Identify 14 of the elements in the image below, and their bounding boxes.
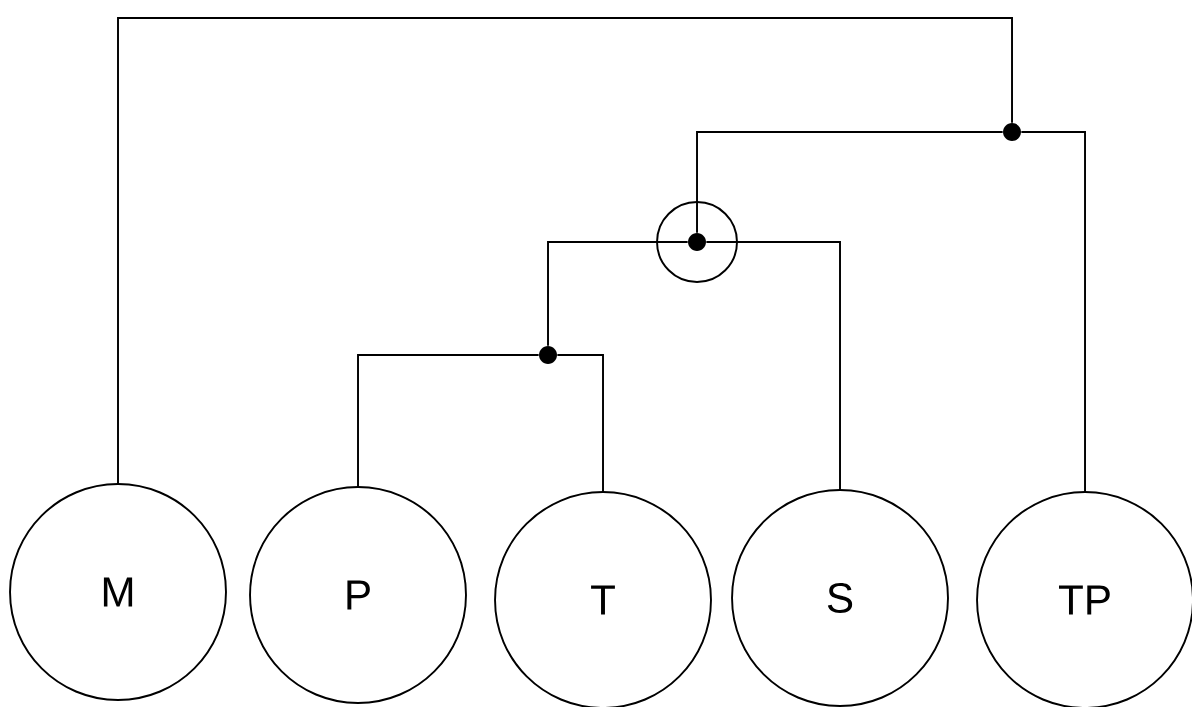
connector-line: [556, 354, 604, 493]
connector-line: [696, 131, 1004, 234]
ring: [656, 201, 738, 283]
circle-node: S: [731, 489, 949, 707]
connector-line: [547, 241, 689, 347]
junction-dot: [1003, 123, 1021, 141]
junction-dot: [539, 346, 557, 364]
junction-dot: [688, 233, 706, 251]
connector-line: [1020, 131, 1086, 493]
circle-node: M: [9, 483, 227, 701]
connector-line: [357, 354, 540, 488]
circle-node: P: [249, 486, 467, 704]
connector-line: [705, 241, 841, 491]
connector-line: [117, 17, 1013, 485]
